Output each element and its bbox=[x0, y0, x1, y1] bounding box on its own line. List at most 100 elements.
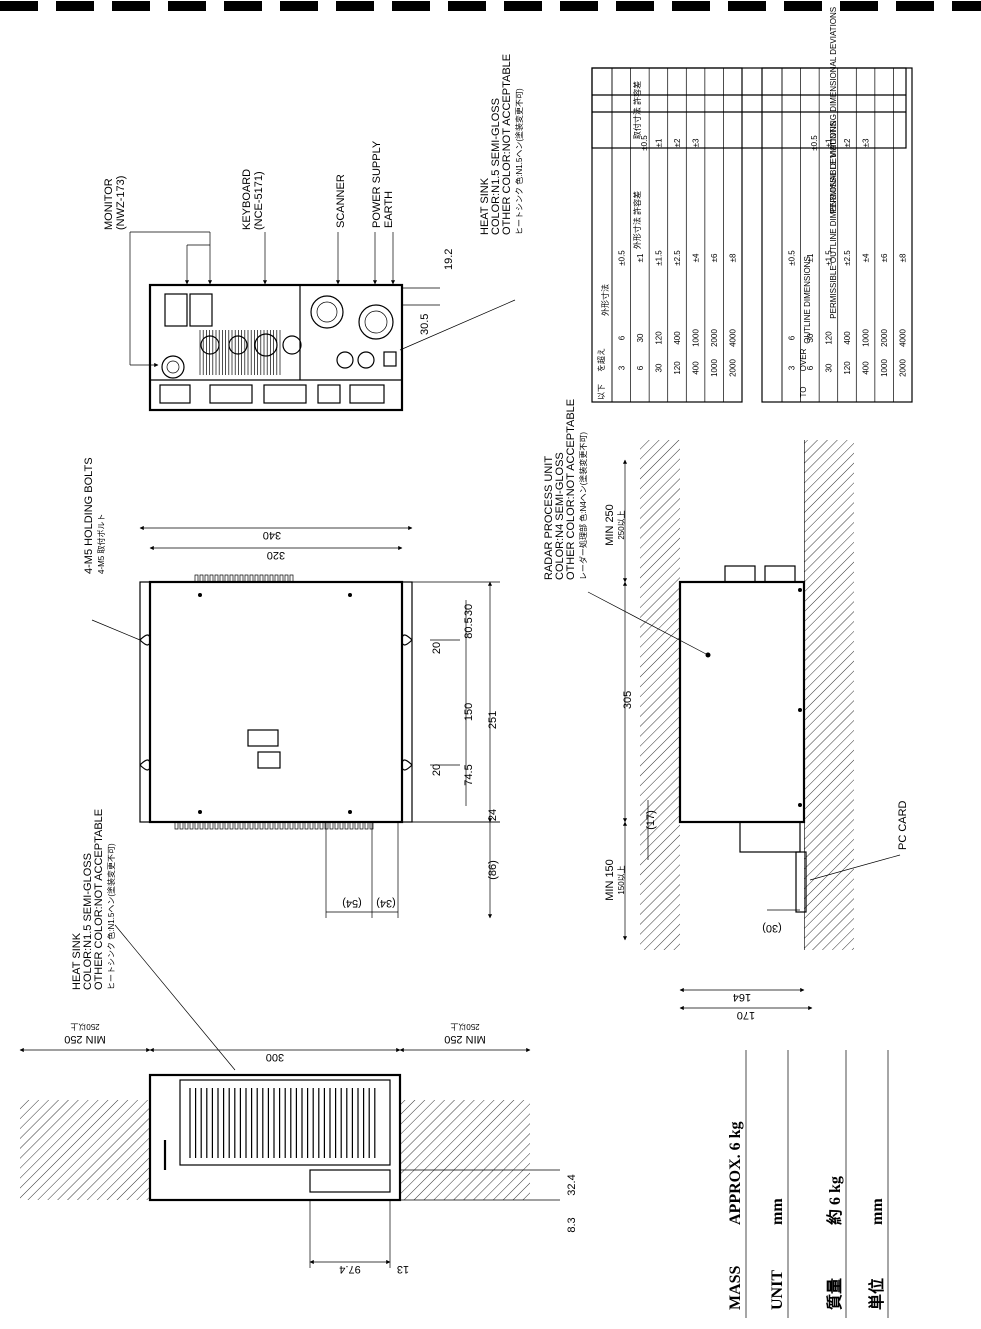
svg-text:120: 120 bbox=[843, 361, 852, 375]
dim-86: (86) bbox=[487, 860, 499, 880]
dim-30: 30 bbox=[463, 604, 475, 616]
unit-value: mm bbox=[769, 1198, 786, 1225]
mass-value-jp: 約 6 kg bbox=[825, 1176, 844, 1225]
svg-text:RADAR PROCESS UNIT: RADAR PROCESS UNIT bbox=[543, 456, 555, 580]
svg-text:±0.5: ±0.5 bbox=[787, 250, 796, 266]
dim-54: (54) bbox=[342, 897, 362, 909]
dim-32-4: 32.4 bbox=[566, 1174, 578, 1195]
svg-text:±2.5: ±2.5 bbox=[673, 250, 682, 266]
svg-text:30: 30 bbox=[806, 333, 815, 342]
dim-251: 251 bbox=[487, 711, 499, 729]
dim-30-5: 30.5 bbox=[419, 314, 431, 335]
dim-30-paren: (30) bbox=[762, 922, 782, 934]
keyboard-label: KEYBOARD (NCE-5171) bbox=[241, 169, 265, 230]
earth-label: EARTH bbox=[383, 191, 395, 228]
svg-text:400: 400 bbox=[673, 331, 682, 345]
svg-text:30: 30 bbox=[824, 363, 833, 372]
svg-text:COLOR:N1.5 SEMI-GLOSS: COLOR:N1.5 SEMI-GLOSS bbox=[490, 98, 502, 235]
svg-text:±6: ±6 bbox=[710, 253, 719, 262]
svg-text:2000: 2000 bbox=[899, 359, 908, 377]
svg-text:OUTLINE DIMENSIONS: OUTLINE DIMENSIONS bbox=[803, 256, 812, 344]
svg-text:外形寸法: 外形寸法 bbox=[600, 284, 610, 316]
unit-top-view bbox=[139, 574, 413, 830]
dim-170: 170 bbox=[737, 1009, 755, 1021]
unit-front-view bbox=[20, 1073, 530, 1202]
dim-20-a: 20 bbox=[431, 642, 443, 654]
svg-text:1000: 1000 bbox=[710, 359, 719, 377]
dim-min250-top-jp: 250以上 bbox=[617, 510, 626, 539]
dim-320: 320 bbox=[267, 549, 285, 561]
bolts-label: 4-M5 HOLDING BOLTS 4-M5 取付ボルト bbox=[83, 457, 106, 574]
dim-min250-right: MIN 250 bbox=[444, 1033, 486, 1045]
svg-text:±1.5: ±1.5 bbox=[824, 250, 833, 266]
dim-min150: MIN 150 bbox=[604, 859, 616, 901]
svg-text:を超え: を超え bbox=[596, 348, 606, 372]
tolerance-table-en: OUTLINE DIMENSIONS OVER TO PERMISSIBLE O… bbox=[799, 7, 838, 398]
dim-17: (17) bbox=[645, 810, 657, 830]
dim-80-5: 80.5 bbox=[463, 617, 475, 638]
dim-340: 340 bbox=[263, 529, 281, 541]
svg-text:120: 120 bbox=[673, 361, 682, 375]
svg-text:4-M5 HOLDING BOLTS: 4-M5 HOLDING BOLTS bbox=[83, 457, 95, 574]
dim-74-5: 74.5 bbox=[463, 764, 475, 785]
svg-text:6: 6 bbox=[806, 365, 815, 370]
svg-text:PERMISSIBLE MOUNTING DIMENSION: PERMISSIBLE MOUNTING DIMENSIONAL DEVIATI… bbox=[829, 7, 838, 213]
svg-text:±2.5: ±2.5 bbox=[843, 250, 852, 266]
svg-text:COLOR:N4 SEMI-GLOSS: COLOR:N4 SEMI-GLOSS bbox=[554, 452, 566, 580]
svg-text:OTHER COLOR:NOT ACCEPTABLE: OTHER COLOR:NOT ACCEPTABLE bbox=[93, 809, 105, 990]
unit-label-jp: 単位 bbox=[867, 1278, 886, 1310]
heat-sink-leader bbox=[399, 299, 516, 351]
connector-callouts bbox=[129, 231, 396, 368]
svg-text:400: 400 bbox=[843, 331, 852, 345]
dim-34: (34) bbox=[376, 897, 396, 909]
svg-text:OTHER COLOR:NOT ACCEPTABLE: OTHER COLOR:NOT ACCEPTABLE bbox=[501, 54, 513, 235]
dim-164: 164 bbox=[733, 991, 751, 1003]
svg-text:±0.5: ±0.5 bbox=[617, 250, 626, 266]
radar-unit-label: RADAR PROCESS UNIT COLOR:N4 SEMI-GLOSS O… bbox=[543, 399, 588, 580]
svg-text:4000: 4000 bbox=[729, 329, 738, 347]
svg-text:±1: ±1 bbox=[636, 253, 645, 262]
svg-text:2000: 2000 bbox=[880, 329, 889, 347]
svg-text:ヒートシンク 色:N1.5ヘン(塗装変更不可): ヒートシンク 色:N1.5ヘン(塗装変更不可) bbox=[106, 843, 116, 990]
svg-text:COLOR:N1.5 SEMI-GLOSS: COLOR:N1.5 SEMI-GLOSS bbox=[82, 853, 94, 990]
svg-text:400: 400 bbox=[862, 361, 871, 375]
dim-min250-right-jp: 250以上 bbox=[450, 1022, 479, 1031]
dim-97-4: 97.4 bbox=[339, 1263, 360, 1275]
svg-text:取付寸法 許容差: 取付寸法 許容差 bbox=[632, 81, 642, 139]
dim-13: 13 bbox=[397, 1263, 409, 1275]
svg-text:HEAT SINK: HEAT SINK bbox=[479, 177, 491, 235]
dim-min150-jp: 150以上 bbox=[617, 865, 626, 894]
pc-card-label: PC CARD bbox=[897, 800, 909, 850]
svg-text:(NCE-5171): (NCE-5171) bbox=[253, 171, 265, 230]
svg-text:±1: ±1 bbox=[806, 253, 815, 262]
svg-text:±6: ±6 bbox=[880, 253, 889, 262]
svg-text:3: 3 bbox=[787, 365, 796, 370]
top-view-dimensions: 340 320 251 30 80.5 150 74.5 24 20 20 (5… bbox=[139, 525, 500, 919]
dim-305: 305 bbox=[622, 691, 634, 709]
svg-text:±8: ±8 bbox=[899, 253, 908, 262]
svg-text:±1.5: ±1.5 bbox=[654, 250, 663, 266]
dim-150: 150 bbox=[463, 703, 475, 721]
dim-min250-left-jp: 250以上 bbox=[70, 1022, 99, 1031]
mass-unit-block: MASS APPROX. 6 kg UNIT mm 質量 約 6 kg 単位 m… bbox=[727, 1050, 889, 1318]
table-jp-cells: 36±0.5630±130120±1.5±1120400±2.5±2400100… bbox=[591, 67, 743, 403]
svg-text:±4: ±4 bbox=[692, 253, 701, 262]
svg-text:4000: 4000 bbox=[899, 329, 908, 347]
svg-text:MONITOR: MONITOR bbox=[103, 178, 115, 230]
monitor-label: MONITOR (NWZ-173) bbox=[103, 176, 127, 230]
svg-text:400: 400 bbox=[692, 361, 701, 375]
mass-value: APPROX. 6 kg bbox=[727, 1121, 744, 1225]
svg-text:±3: ±3 bbox=[862, 138, 871, 147]
svg-text:TO: TO bbox=[799, 387, 808, 398]
svg-text:レーダー処理部 色:N4ヘン(塗装変更不可): レーダー処理部 色:N4ヘン(塗装変更不可) bbox=[578, 432, 588, 580]
svg-text:30: 30 bbox=[654, 363, 663, 372]
connector-panel-view bbox=[148, 283, 404, 412]
svg-text:30: 30 bbox=[636, 333, 645, 342]
side-view-dimensions: 305 MIN 250 250以上 MIN 150 150以上 (17) (30… bbox=[604, 459, 813, 1021]
front-view-dimensions: 300 MIN 250 250以上 MIN 250 250以上 32.4 8.3… bbox=[19, 1022, 578, 1275]
dim-19-2: 19.2 bbox=[443, 249, 455, 270]
dim-300: 300 bbox=[266, 1051, 284, 1063]
svg-text:±2: ±2 bbox=[843, 138, 852, 147]
svg-text:KEYBOARD: KEYBOARD bbox=[241, 169, 253, 230]
